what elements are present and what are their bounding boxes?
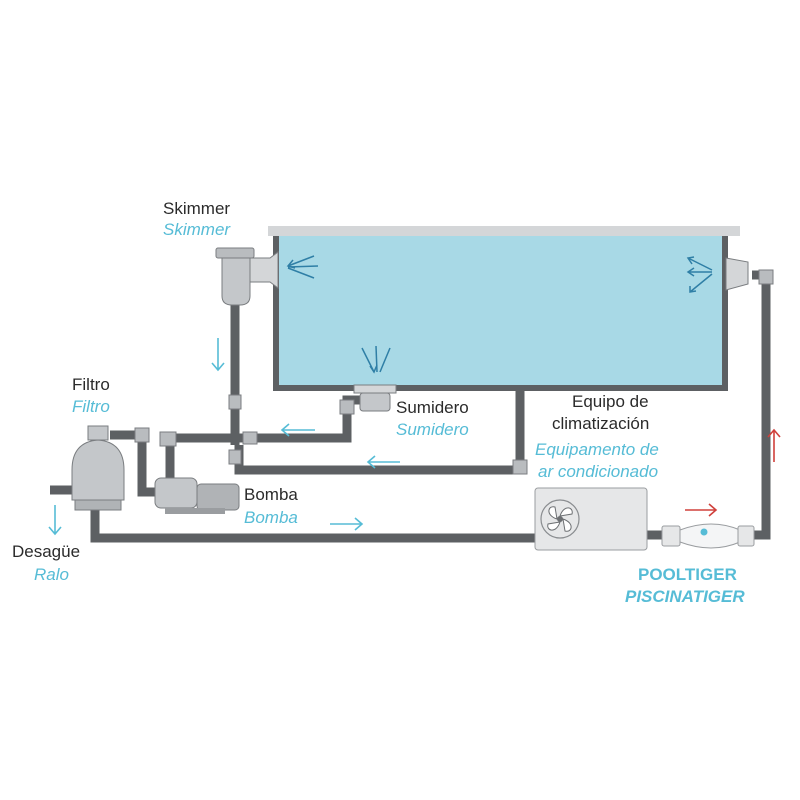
flow-arrow-icon [767, 428, 781, 462]
filter [71, 425, 125, 511]
pump-motor [196, 483, 240, 511]
pooltiger-body [679, 523, 741, 549]
pooltiger-right-union [737, 525, 755, 547]
pipe-joint [228, 394, 242, 410]
pipe-joint [758, 269, 774, 285]
filtro-label-translation: Filtro [72, 397, 110, 416]
return-nozzle [725, 257, 749, 291]
pipe-joint [159, 431, 177, 447]
sumidero [353, 384, 397, 412]
flow-arrow-icon [361, 345, 391, 374]
fan-icon [540, 499, 580, 539]
pooltiger-label-translation: PISCINATIGER [625, 587, 745, 606]
pipe-joint [228, 449, 242, 465]
skimmer-lid [215, 247, 255, 259]
skimmer [215, 247, 279, 306]
filter-tank [71, 439, 125, 501]
pipe-flow-arrows [48, 338, 781, 536]
flow-arrow-icon [685, 503, 718, 517]
desague-label-translation: Ralo [34, 565, 69, 584]
pooltiger-device [661, 523, 755, 549]
skimmer-mouth [249, 251, 279, 289]
filtro-label: Filtro [72, 375, 110, 394]
equipo-label-translation-line2: ar condicionado [538, 462, 659, 481]
flow-arrow-icon [686, 256, 713, 293]
filter-base [74, 499, 122, 511]
pump [154, 477, 240, 514]
bomba-label-translation: Bomba [244, 508, 298, 527]
pool-water [276, 236, 725, 388]
sumidero-label-translation: Sumidero [396, 420, 469, 439]
pipe-joint [512, 459, 528, 475]
equipment-box [534, 487, 648, 551]
pipe-joint [242, 431, 258, 445]
skimmer-label: Skimmer [163, 199, 231, 218]
flow-arrow-icon [330, 517, 364, 531]
pool-wall [273, 236, 728, 391]
skimmer-label-translation: Skimmer [163, 220, 231, 239]
pipe-filter-pump [110, 430, 155, 497]
pump-base [165, 508, 225, 514]
bomba-label: Bomba [244, 485, 298, 504]
sumidero-grate [353, 384, 397, 394]
flow-arrow-icon [366, 455, 400, 469]
flow-arrow-icon [286, 255, 319, 279]
equipo-label-line2: climatización [552, 414, 650, 433]
climate-equipment [534, 487, 648, 551]
pool [268, 226, 740, 391]
pump-housing [154, 477, 198, 509]
filter-valve [87, 425, 109, 441]
pool-flow-arrows [286, 255, 713, 374]
pipe-return-up [748, 270, 771, 540]
pool-coping [268, 226, 740, 236]
skimmer-body [221, 257, 251, 306]
desague-label: Desagüe [12, 542, 81, 561]
equipo-label-translation-line1: Equipamento de [535, 440, 659, 459]
sumidero-body [359, 392, 391, 412]
pipe-joint [134, 427, 150, 443]
flow-arrow-icon [280, 423, 315, 437]
pipe-sumidero [165, 395, 375, 490]
pipe-joint [339, 399, 355, 415]
equipo-label-line1: Equipo de [572, 392, 649, 411]
flow-arrow-icon [211, 338, 225, 372]
flow-arrow-icon [48, 505, 62, 536]
pooltiger-left-union [661, 525, 681, 547]
pooltiger-label: POOLTIGER [638, 565, 737, 584]
sumidero-label: Sumidero [396, 398, 469, 417]
pooltiger-logo [700, 528, 708, 536]
